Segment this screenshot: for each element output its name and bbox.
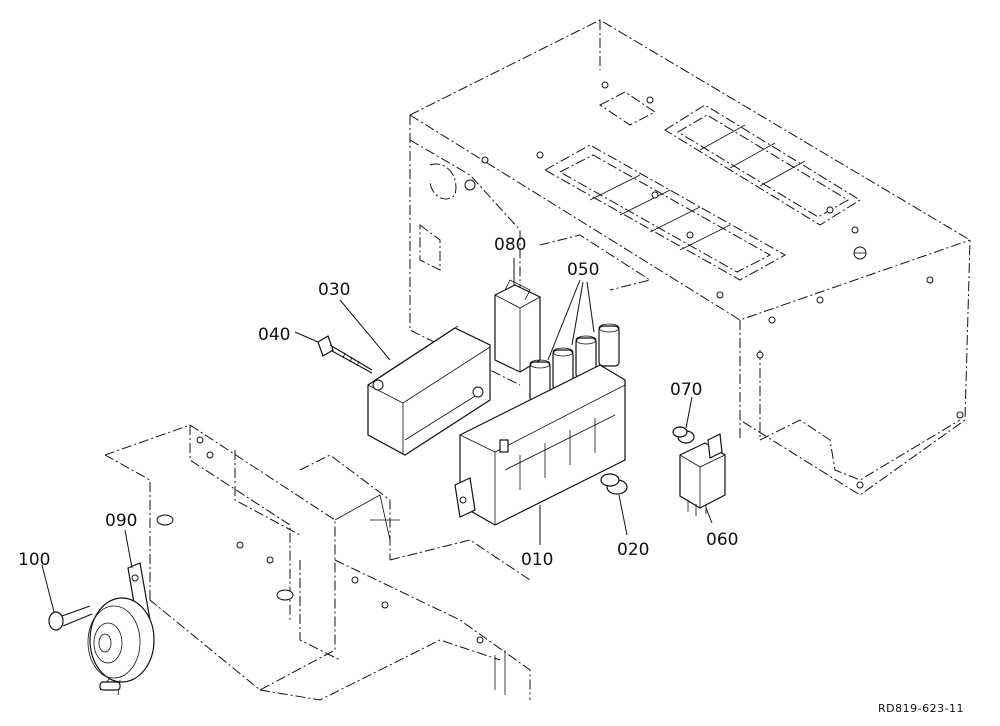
upper-frame (409, 19, 971, 496)
leader-lines (41, 258, 713, 613)
bolt-040 (317, 335, 373, 374)
callout-020: 020 (617, 540, 649, 560)
nut-070 (672, 426, 695, 444)
callout-060: 060 (706, 530, 738, 550)
drawing-code: RD819-623-11 (878, 702, 964, 715)
horn (87, 597, 155, 696)
callout-070: 070 (670, 380, 702, 400)
callout-010: 010 (521, 550, 553, 570)
callout-labels: 010 020 030 040 050 060 070 080 090 100 … (18, 235, 964, 715)
callout-050: 050 (567, 260, 599, 280)
callout-080: 080 (494, 235, 526, 255)
fuse-bracket-010 (454, 364, 626, 526)
relay-060 (679, 433, 726, 516)
callout-090: 090 (105, 511, 137, 531)
controller-030 (367, 325, 491, 456)
callout-100: 100 (18, 550, 50, 570)
bolt-100 (48, 605, 93, 631)
relay-box-080 (494, 279, 541, 373)
screw-020 (600, 473, 628, 495)
callout-040: 040 (258, 325, 290, 345)
lower-frame (104, 424, 531, 701)
callout-030: 030 (318, 280, 350, 300)
